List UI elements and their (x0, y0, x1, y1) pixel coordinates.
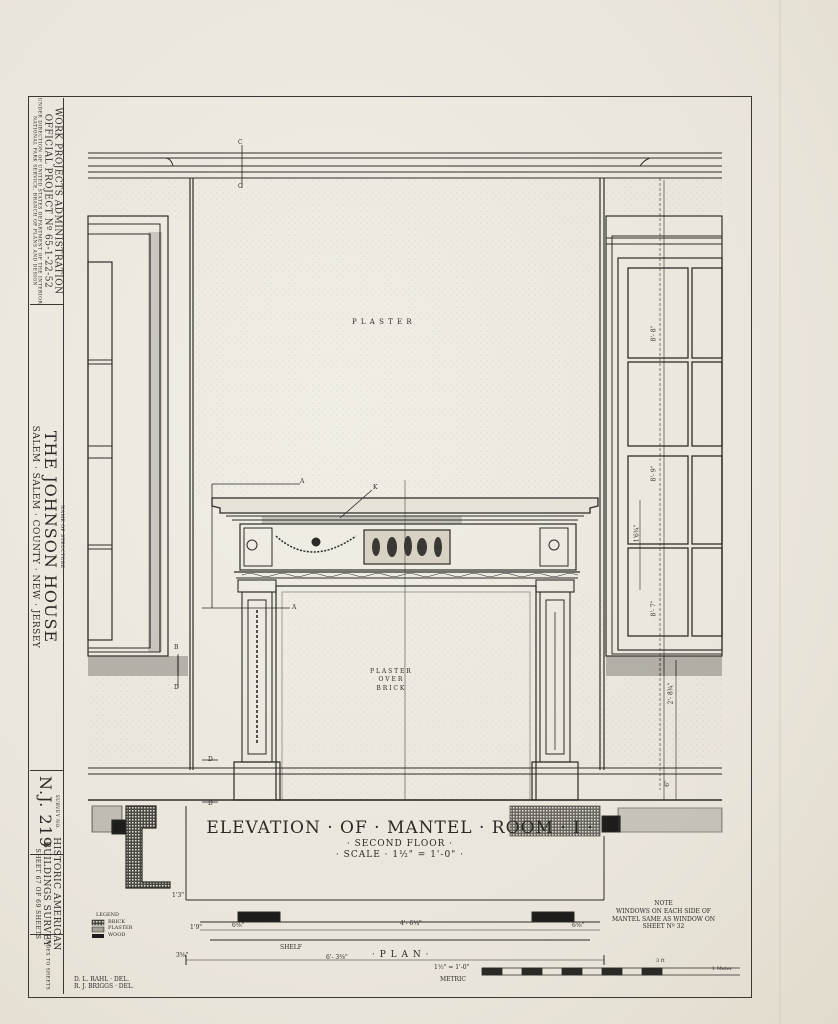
dim-sill: 2'- 8¾" (667, 682, 675, 705)
dim-lower-window: 8'- 9" (650, 465, 658, 482)
dim-pane: 8'- 7" (650, 600, 658, 617)
legend-brick: BRICK (108, 919, 125, 925)
project-cell: WORK PROJECTS ADMINISTRATION OFFICIAL PR… (30, 98, 63, 305)
legend-plaster: PLASTER (108, 925, 133, 932)
survey-number-cell: SURVEY NO. N.J. 219 (30, 770, 63, 855)
section-mark-c-top: C (238, 139, 243, 146)
plan-dim-total: 6'- 3⅜" (326, 954, 348, 961)
note-line-1: WINDOWS ON EACH SIDE OF (616, 907, 711, 915)
section-mark-a-bottom: A (292, 604, 297, 611)
plan-dim-left-margin: 1'3" (172, 892, 185, 899)
fireplace-opening (275, 585, 537, 801)
plan-dim-hearth: 1'9" (190, 924, 203, 931)
plaster-label: P L A S T E R (352, 318, 413, 326)
drawing-title: ELEVATION · OF · MANTEL · ROOM · I · (206, 818, 594, 838)
legend-swatches (91, 919, 105, 938)
section-mark-k: K (373, 484, 378, 491)
plan-shelf-label: SHELF (280, 944, 302, 951)
section-mark-a-top: A (300, 478, 305, 485)
drawing-caption: ELEVATION · OF · MANTEL · ROOM · I · · S… (190, 818, 610, 860)
right-pilaster (531, 579, 579, 801)
drawing-floor: · SECOND FLOOR · (346, 839, 454, 849)
section-mark-d-wall: D (174, 684, 179, 691)
section-lines (177, 145, 406, 803)
credit-line-2: R. J. BRIGGS · DEL. (74, 983, 134, 991)
title-strip: WORK PROJECTS ADMINISTRATION OFFICIAL PR… (30, 98, 64, 994)
sheet-border (28, 96, 752, 998)
dim-base: 6" (663, 780, 671, 787)
section-mark-b: B (174, 644, 179, 651)
pob-line-3: B R I C K (376, 684, 405, 692)
cornice (88, 152, 722, 179)
window-dimensions (639, 180, 677, 800)
plan-title: · P L A N · (372, 950, 430, 960)
metric-ratio: 1½" = 1'-0" (434, 964, 470, 971)
plan-dim-left: 6⅝" (232, 922, 245, 929)
section-mark-c-bottom: C (238, 183, 243, 190)
upper-plaster-wall (190, 180, 600, 498)
left-pilaster (233, 579, 281, 801)
left-chair-rail (88, 656, 188, 676)
plan-dim-right: 6⅝" (572, 922, 585, 929)
dim-window-width: 1'6¾" (633, 524, 641, 543)
note-line-3: SHEET Nº 32 (642, 923, 685, 931)
section-mark-d-bottom: D (208, 800, 213, 807)
dim-upper-window: 8'- 8" (650, 325, 658, 342)
metric-scale-bar (481, 967, 740, 976)
left-window (87, 215, 169, 657)
survey-name-cell: HISTORIC AMERICAN BUILDINGS SURVEY SHEET… (30, 837, 63, 951)
section-mark-d-top: D (208, 756, 213, 763)
legend-wood: WOOD (108, 931, 126, 938)
fireplace-plan (91, 805, 723, 965)
scale-bar-meter: 1 Meter (712, 966, 733, 972)
legend-heading: LEGEND (96, 912, 119, 918)
drawing-note: NOTE WINDOWS ON EACH SIDE OF MANTEL SAME… (612, 900, 715, 931)
plaster-over-brick-label: P L A S T E R O V E R B R I C K (370, 668, 411, 693)
scale-bar-ft: 3 ft (656, 958, 665, 964)
credit-line-1: D. L. RAHL · DEL. (74, 976, 130, 983)
pob-line-2: O V E R (378, 676, 403, 684)
plan-dim-center: 4'- 6¼" (400, 920, 422, 927)
mantel-frieze (234, 523, 580, 579)
note-heading: NOTE (654, 900, 673, 907)
legend-items: BRICK PLASTER WOOD (108, 919, 132, 938)
drawing-scale: · SCALE · 1½" = 1'-0" · (335, 850, 465, 860)
metric-label: METRIC (440, 976, 467, 983)
pob-line-1: P L A S T E R (370, 668, 411, 675)
plan-dim-depth: 3⅝" (176, 952, 189, 959)
note-line-2: MANTEL SAME AS WINDOW ON (612, 915, 715, 923)
structure-cell: NAME OF STRUCTURE THE JOHNSON HOUSE SALE… (30, 304, 63, 771)
drafter-credits: D. L. RAHL · DEL. R. J. BRIGGS · DEL. (74, 976, 134, 990)
